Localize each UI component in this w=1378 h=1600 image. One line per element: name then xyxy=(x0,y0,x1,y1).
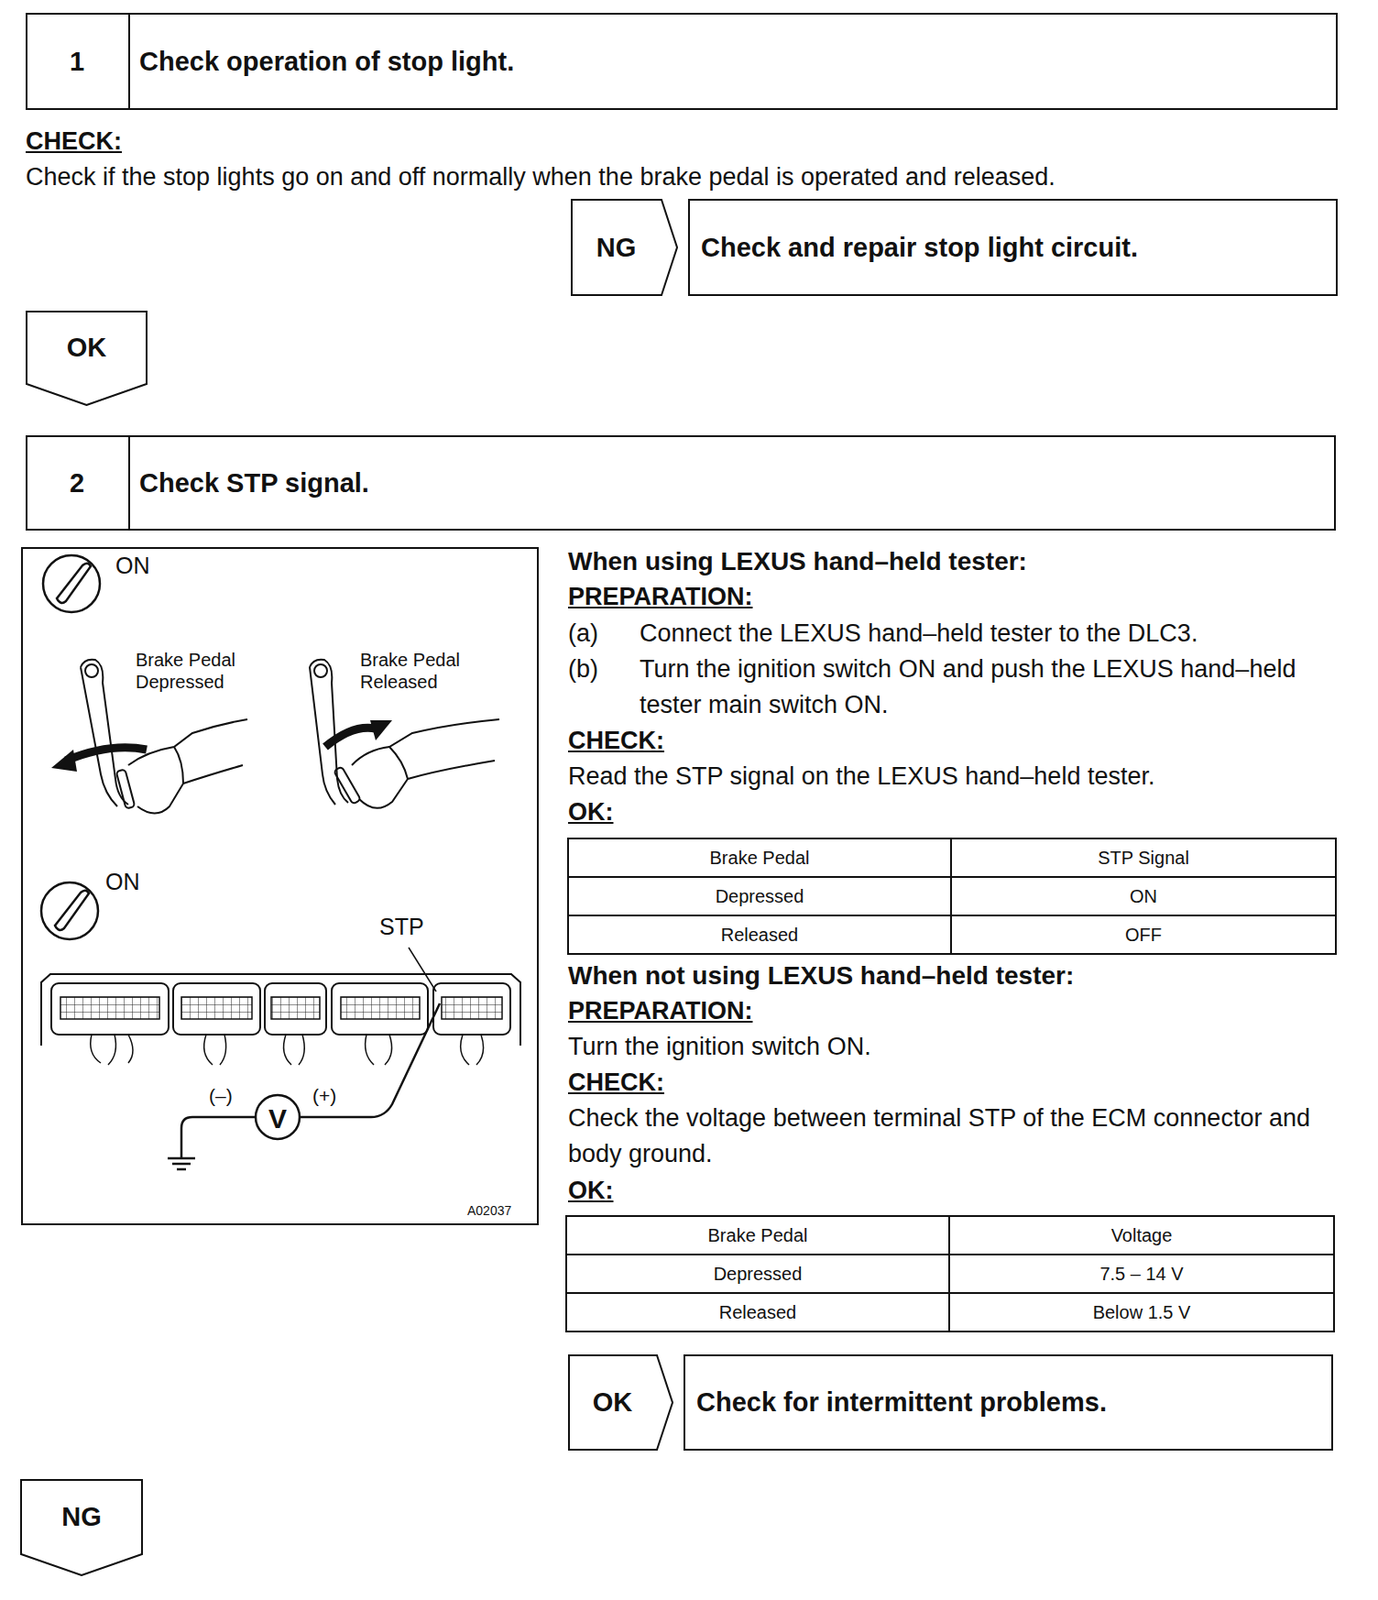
section-heading: OK: xyxy=(568,1172,660,1209)
ng-arrow: NG xyxy=(20,1478,143,1576)
table-cell: Depressed xyxy=(568,885,952,908)
table-cell: Brake Pedal xyxy=(566,1224,950,1247)
ok-arrow: OK xyxy=(25,310,148,406)
table-cell: Released xyxy=(566,1301,950,1324)
table-cell: STP Signal xyxy=(951,846,1336,869)
table-cell: Depressed xyxy=(566,1262,950,1285)
step-number: 1 xyxy=(25,45,129,78)
polarity-mark: (–) xyxy=(208,1083,242,1107)
step-letter: (a) xyxy=(568,615,624,652)
step-number: 2 xyxy=(25,467,129,500)
terminal-name: STP xyxy=(379,912,435,941)
ok-arrow: OK xyxy=(568,1354,674,1451)
table-grid xyxy=(566,1215,1335,1332)
table-cell: ON xyxy=(951,885,1336,908)
instruction-text: Check the voltage between terminal STP o… xyxy=(568,1100,1338,1172)
divider-line xyxy=(128,12,131,110)
result-label: NG xyxy=(20,1500,143,1533)
table-cell: OFF xyxy=(951,923,1336,946)
instruction-text: Check if the stop lights go on and off n… xyxy=(25,159,1346,196)
polarity-mark: (+) xyxy=(312,1083,346,1107)
action-box: Check and repair stop light circuit. xyxy=(688,198,1338,296)
result-label: OK xyxy=(568,1386,657,1419)
table-cell: Voltage xyxy=(949,1224,1335,1247)
table-cell: Below 1.5 V xyxy=(949,1301,1335,1324)
table-cell: 7.5 – 14 V xyxy=(949,1262,1335,1285)
section-heading: OK: xyxy=(568,794,660,831)
section-heading: PREPARATION: xyxy=(568,993,843,1029)
table-grid xyxy=(568,838,1336,954)
meter-symbol: V xyxy=(259,1100,296,1137)
step-letter: (b) xyxy=(568,651,624,688)
section-heading: When not using LEXUS hand–held tester: xyxy=(568,957,1329,994)
divider-line xyxy=(128,435,131,531)
table-cell: Brake Pedal xyxy=(568,846,952,869)
section-heading: CHECK: xyxy=(568,722,752,759)
step-box: 2 Check STP signal. xyxy=(25,435,1336,531)
switch-state: ON xyxy=(105,867,161,896)
instruction-text: Connect the LEXUS hand–held tester to th… xyxy=(639,615,1336,652)
instruction-text: Turn the ignition switch ON. xyxy=(568,1028,1329,1065)
step-title: Check STP signal. xyxy=(139,467,1322,500)
action-text: Check and repair stop light circuit. xyxy=(700,231,1325,264)
step-title: Check operation of stop light. xyxy=(139,45,1324,78)
section-heading: When using LEXUS hand–held tester: xyxy=(568,543,1329,580)
result-label: OK xyxy=(25,331,148,364)
figure-id: A02037 xyxy=(467,1203,534,1219)
instruction-text: Turn the ignition switch ON and push the… xyxy=(639,651,1336,723)
table-cell: Released xyxy=(568,923,952,946)
action-text: Check for intermittent problems. xyxy=(696,1386,1321,1419)
section-heading: CHECK: xyxy=(568,1064,752,1101)
section-heading: CHECK: xyxy=(25,123,209,160)
switch-state: ON xyxy=(115,551,171,580)
result-label: NG xyxy=(570,231,662,264)
ng-arrow: NG xyxy=(570,198,679,296)
section-heading: PREPARATION: xyxy=(568,579,843,615)
action-box: Check for intermittent problems. xyxy=(683,1354,1334,1451)
part-label: Brake Pedal Depressed xyxy=(135,648,255,693)
step-box: 1 Check operation of stop light. xyxy=(25,12,1338,110)
instruction-text: Read the STP signal on the LEXUS hand–he… xyxy=(568,758,1329,795)
part-label: Brake Pedal Released xyxy=(360,648,480,693)
